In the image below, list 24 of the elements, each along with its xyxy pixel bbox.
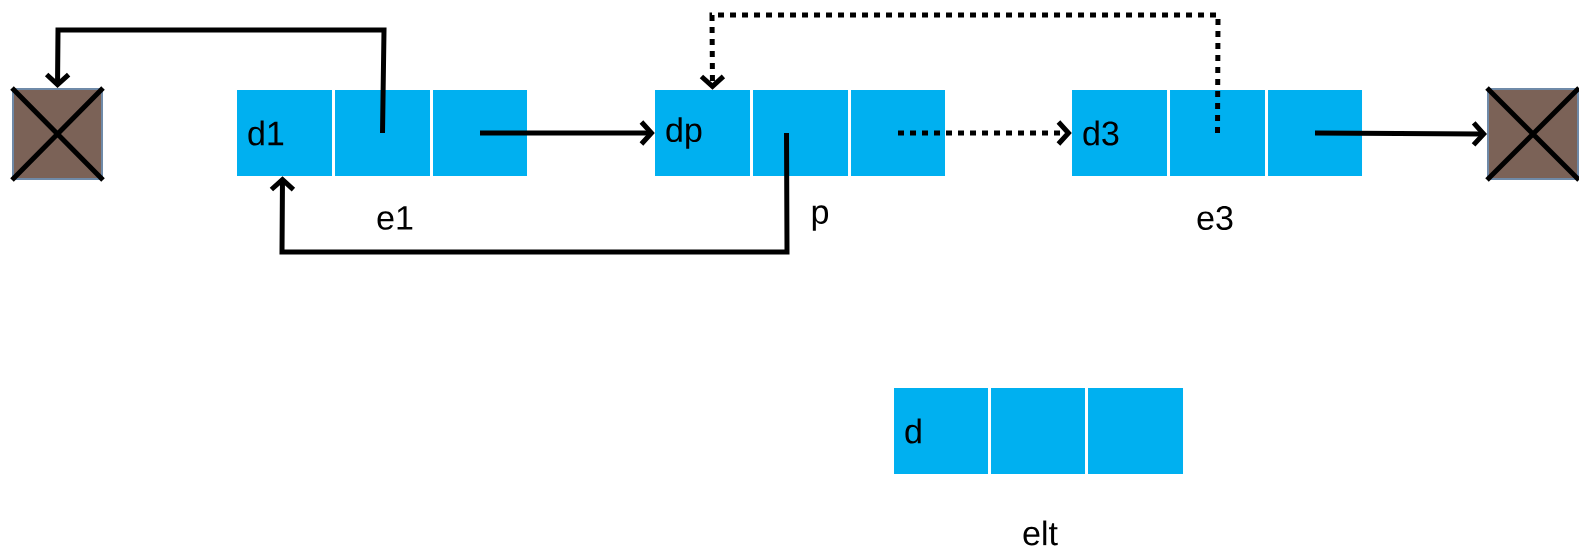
list-cell: dp [655, 90, 750, 176]
null-box [9, 85, 106, 183]
arrow [898, 120, 1072, 146]
list-cell [851, 90, 945, 176]
arrow [699, 12, 1221, 133]
list-cell [335, 90, 430, 176]
arrow [480, 120, 655, 146]
list-cell [753, 90, 848, 176]
arrow [44, 27, 387, 134]
list-cell [1268, 90, 1362, 176]
list-cell [991, 388, 1085, 474]
group-label: p [812, 205, 829, 231]
list-cell: d [894, 388, 988, 474]
list-cell [433, 90, 527, 176]
group-label: e3 [1197, 205, 1233, 231]
list-cell: d3 [1072, 90, 1167, 176]
arrow [269, 133, 790, 255]
null-box [1484, 85, 1579, 183]
list-cell: d1 [237, 90, 332, 176]
group-label: elt [1023, 520, 1058, 546]
list-cell [1170, 90, 1265, 176]
list-cell [1088, 388, 1183, 474]
arrow [1315, 121, 1488, 147]
group-label: e1 [377, 206, 413, 230]
